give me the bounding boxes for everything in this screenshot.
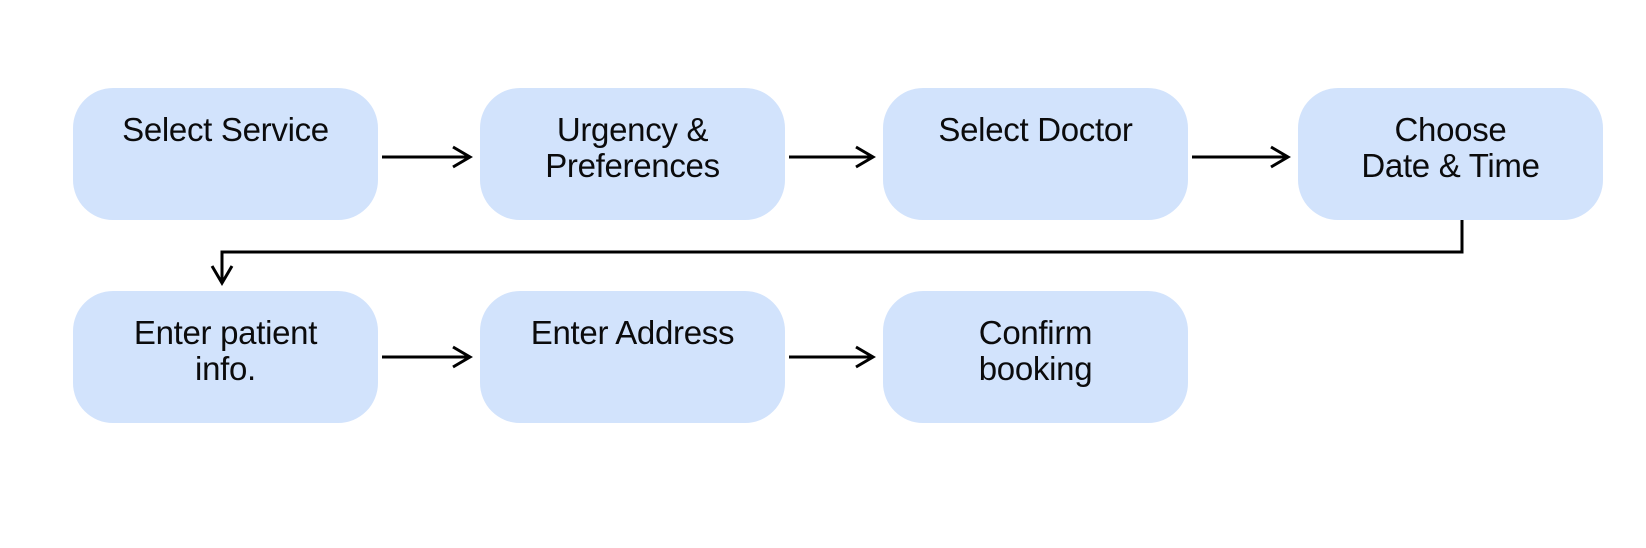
- flow-node-select-doctor: Select Doctor: [883, 88, 1188, 220]
- flow-node-choose-date-time: Choose Date & Time: [1298, 88, 1603, 220]
- flow-node-label: Choose Date & Time: [1361, 111, 1540, 184]
- flow-node-select-service: Select Service: [73, 88, 378, 220]
- flow-node-label: Select Doctor: [938, 111, 1133, 148]
- elbow-arrow-icon-datetime-to-patient: [210, 220, 1464, 286]
- flow-node-label: Select Service: [122, 111, 329, 148]
- flow-node-label: Enter Address: [530, 314, 735, 351]
- flow-node-label: Urgency & Preferences: [545, 111, 720, 184]
- flow-node-urgency-preferences: Urgency & Preferences: [480, 88, 785, 220]
- flow-node-confirm-booking: Confirm booking: [883, 291, 1188, 423]
- flow-node-label: Confirm booking: [978, 314, 1093, 387]
- flow-node-enter-address: Enter Address: [480, 291, 785, 423]
- flow-node-enter-patient-info: Enter patient info.: [73, 291, 378, 423]
- flow-node-label: Enter patient info.: [133, 314, 318, 387]
